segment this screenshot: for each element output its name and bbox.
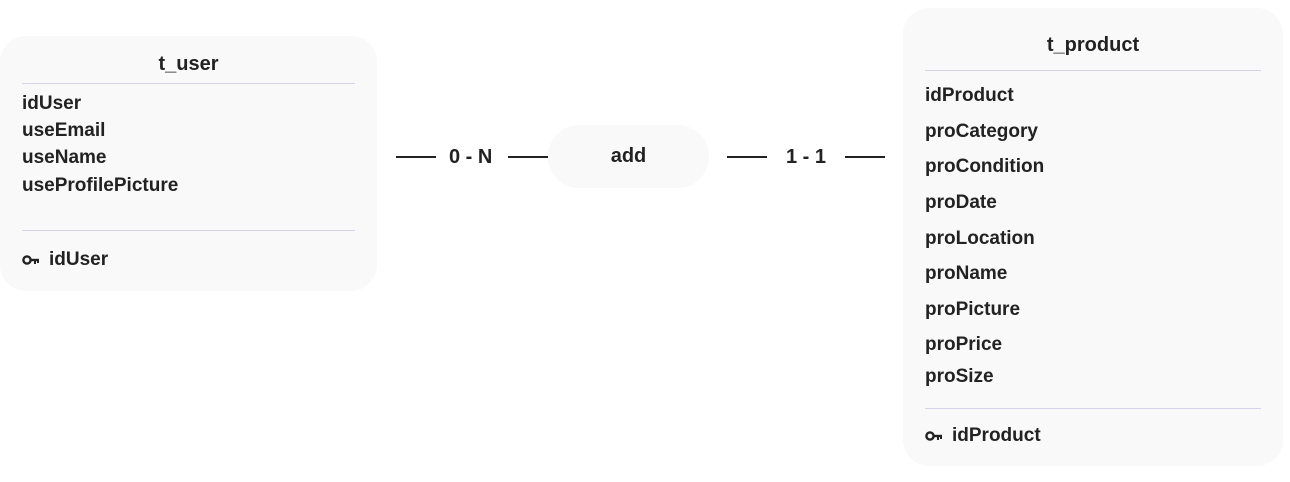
field-pro-picture: proPicture [925,299,1021,320]
key-divider [22,230,355,231]
field-pro-price: proPrice [925,334,1003,355]
connector-left-inner [508,156,548,158]
entity-t-product[interactable]: t_product idProduct proCategory proCondi… [903,8,1283,466]
primary-key-row: idProduct [925,425,1041,447]
field-pro-name: proName [925,263,1008,284]
primary-key-label: idUser [49,249,109,270]
field-use-email: useEmail [22,120,106,141]
cardinality-right: 1 - 1 [786,146,827,168]
connector-left-outer [396,156,436,158]
connector-right-outer [845,156,885,158]
field-use-name: useName [22,147,107,168]
field-pro-location: proLocation [925,228,1035,249]
key-divider [925,408,1261,409]
field-pro-condition: proCondition [925,156,1045,177]
relation-add[interactable]: add [548,125,709,188]
primary-key-label: idProduct [952,425,1041,446]
key-icon [22,255,39,265]
connector-right-inner [727,156,767,158]
field-id-user: idUser [22,93,82,114]
cardinality-left: 0 - N [449,146,493,168]
title-divider [22,83,355,84]
primary-key-row: idUser [22,249,108,271]
relation-label: add [610,145,647,167]
entity-title: t_product [1046,34,1140,56]
field-pro-date: proDate [925,192,997,213]
title-divider [925,70,1261,71]
field-pro-size: proSize [925,366,994,387]
key-icon [925,431,942,441]
entity-title: t_user [158,53,219,75]
field-use-profile-picture: useProfilePicture [22,175,179,196]
field-id-product: idProduct [925,85,1014,106]
field-pro-category: proCategory [925,121,1038,142]
entity-t-user[interactable]: t_user idUser useEmail useName useProfil… [0,36,377,291]
